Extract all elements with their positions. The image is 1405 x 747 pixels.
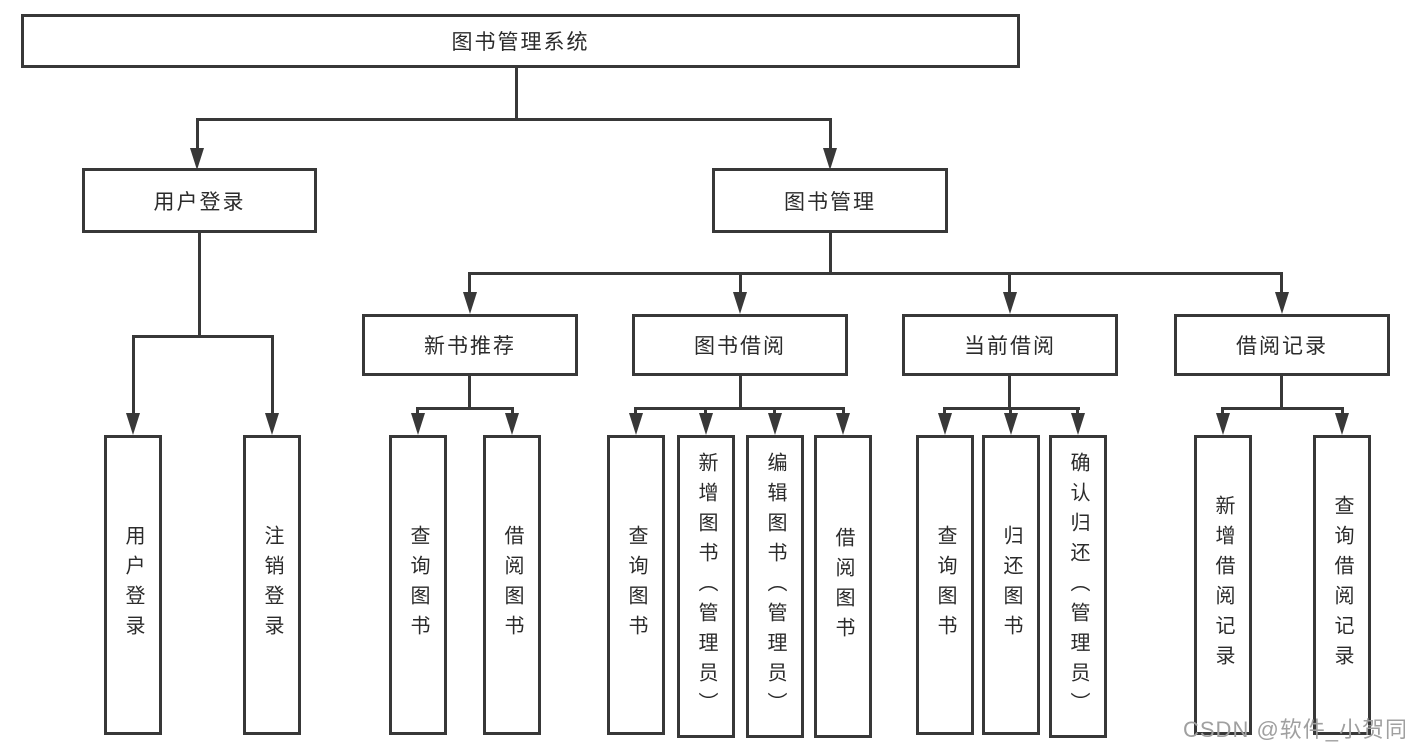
arrowhead-down-icon [629,413,643,435]
connector-drop-leaf [416,407,419,415]
leaf-query-books-current: 查询图书 [916,435,974,735]
leaf-edit-books-admin: 编辑图书（管理员） [746,435,804,738]
arrowhead-down-icon [126,413,140,435]
arrowhead-down-icon [505,413,519,435]
connector-user-login-bar [132,335,274,338]
node-borrow-records: 借阅记录 [1174,314,1390,376]
connector-drop-leaf-user-login [132,335,135,415]
arrowhead-down-icon [411,413,425,435]
connector-book-management-stem [829,231,832,275]
arrowhead-down-icon [265,413,279,435]
arrowhead-down-icon [699,413,713,435]
connector-drop-leaf [634,407,637,415]
leaf-borrow-books-recommend: 借阅图书 [483,435,541,735]
leaf-query-books-recommend: 查询图书 [389,435,447,735]
connector-user-login-stem [198,231,201,338]
node-book-management: 图书管理 [712,168,948,233]
leaf-query-borrow-record: 查询借阅记录 [1313,435,1371,735]
arrowhead-down-icon [1275,292,1289,314]
connector-drop-book-management [829,118,832,151]
connector-new-book-recommend-stem [468,374,471,409]
connector-level2-bar [468,272,1283,275]
arrowhead-down-icon [1004,413,1018,435]
connector-drop-leaf [773,407,776,415]
leaf-confirm-return-admin: 确认归还（管理员） [1049,435,1107,738]
connector-borrow-records-stem [1280,374,1283,409]
arrowhead-down-icon [823,148,837,170]
connector-drop-leaf [943,407,946,415]
connector-level1-bar [196,118,832,121]
connector-drop-borrow-records [1280,272,1283,294]
connector-drop-user-login [196,118,199,151]
node-library-system: 图书管理系统 [21,14,1020,68]
leaf-add-borrow-record: 新增借阅记录 [1194,435,1252,735]
leaf-borrow-books: 借阅图书 [814,435,872,738]
connector-drop-current-borrow [1008,272,1011,294]
connector-drop-leaf-logout [271,335,274,415]
arrowhead-down-icon [733,292,747,314]
leaf-return-books: 归还图书 [982,435,1040,735]
connector-book-borrow-stem [739,374,742,409]
arrowhead-down-icon [938,413,952,435]
leaf-user-login: 用户登录 [104,435,162,735]
connector-drop-leaf [1076,407,1079,415]
node-current-borrow: 当前借阅 [902,314,1118,376]
arrowhead-down-icon [1071,413,1085,435]
node-book-borrow: 图书借阅 [632,314,848,376]
arrowhead-down-icon [768,413,782,435]
connector-current-borrow-stem [1008,374,1011,409]
arrowhead-down-icon [463,292,477,314]
connector-book-borrow-bar [634,407,845,410]
connector-drop-leaf [704,407,707,415]
connector-drop-leaf [1221,407,1224,415]
connector-root-stem [515,66,518,120]
connector-drop-leaf [1341,407,1344,415]
arrowhead-down-icon [836,413,850,435]
leaf-logout: 注销登录 [243,435,301,735]
connector-drop-new-book-recommend [468,272,471,294]
watermark: CSDN @软件_小贺同学 [1183,717,1405,742]
connector-new-book-recommend-bar [416,407,514,410]
arrowhead-down-icon [1003,292,1017,314]
connector-drop-leaf [1009,407,1012,415]
connector-drop-leaf [842,407,845,415]
leaf-add-books-admin: 新增图书（管理员） [677,435,735,738]
leaf-query-books-borrow: 查询图书 [607,435,665,735]
arrowhead-down-icon [190,148,204,170]
node-new-book-recommend: 新书推荐 [362,314,578,376]
connector-drop-book-borrow [739,272,742,294]
connector-drop-leaf [511,407,514,415]
arrowhead-down-icon [1335,413,1349,435]
arrowhead-down-icon [1216,413,1230,435]
node-user-login: 用户登录 [82,168,317,233]
connector-borrow-records-bar [1221,407,1344,410]
